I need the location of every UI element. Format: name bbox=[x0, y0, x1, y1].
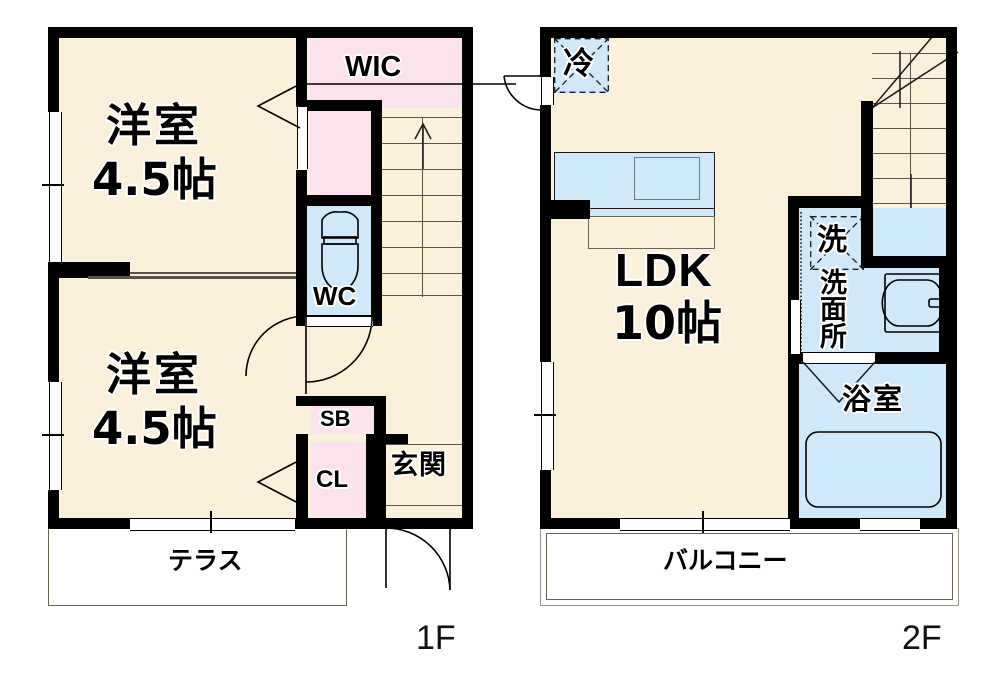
wall-genkan-left bbox=[374, 396, 386, 446]
bedroom-top-name: 洋室 bbox=[106, 99, 203, 152]
stairs-winder-lines-2f bbox=[871, 29, 959, 109]
exterior-wall-left-upper bbox=[48, 27, 59, 112]
folding-door-wic bbox=[256, 83, 516, 129]
partition-stair-left-2f bbox=[861, 101, 873, 257]
partition-washroom-top bbox=[788, 196, 873, 208]
genkan-step-line bbox=[386, 444, 462, 446]
vanity-sink-icon bbox=[881, 273, 946, 333]
entry-door-swing-2f bbox=[503, 75, 543, 111]
exterior-wall-left-mid bbox=[48, 262, 59, 382]
window-terrace-sliding[interactable] bbox=[130, 511, 295, 533]
bathroom-door[interactable] bbox=[803, 352, 875, 364]
sliding-door-rail bbox=[130, 272, 296, 274]
window-bedroom-top-left[interactable] bbox=[42, 112, 64, 262]
wall-genkan-top bbox=[366, 434, 408, 444]
wic-label: WIC bbox=[345, 51, 402, 83]
terrace-label: テラス bbox=[168, 546, 243, 575]
window-bathroom-bottom[interactable] bbox=[860, 518, 920, 531]
partition-between-bedrooms bbox=[59, 262, 130, 273]
wall-cl-right bbox=[366, 434, 386, 520]
balcony-inner bbox=[546, 533, 953, 600]
wall-sb-top bbox=[296, 396, 382, 406]
wic-area-lower bbox=[310, 108, 378, 198]
partition-stair-left bbox=[371, 100, 382, 315]
wc-area bbox=[305, 206, 374, 315]
partition-wic-stair bbox=[307, 100, 382, 111]
washing-machine-space-marks bbox=[809, 215, 865, 271]
exterior-wall-right bbox=[462, 27, 473, 529]
partition-wic-wc bbox=[296, 195, 382, 206]
exterior-wall-left-2f-a bbox=[540, 27, 551, 77]
toilet-icon bbox=[321, 211, 359, 291]
ldk-label: LDK bbox=[615, 244, 713, 296]
partition-washroom-left bbox=[788, 196, 799, 356]
window-balcony-sliding[interactable] bbox=[620, 511, 790, 533]
partition-bedroom-wic bbox=[296, 27, 307, 107]
wic-area bbox=[310, 30, 468, 108]
partition-bedroom-wic-2 bbox=[296, 170, 307, 320]
refrigerator-label: 冷 bbox=[563, 46, 594, 82]
exterior-wall-top-2f bbox=[540, 27, 957, 38]
entry-door-leaf-2f[interactable] bbox=[541, 77, 554, 105]
bedroom-bottom-size: 4.5帖 bbox=[92, 402, 217, 455]
sliding-door-between-bedrooms[interactable] bbox=[88, 276, 296, 279]
door-swing-entrance bbox=[385, 527, 451, 591]
genkan-threshold bbox=[386, 505, 462, 507]
exterior-wall-left-2f-b bbox=[540, 105, 551, 362]
floor-plan-2f: バルコニー bbox=[500, 0, 1000, 687]
sb-label: SB bbox=[320, 406, 351, 431]
partition-stair-bottom-2f bbox=[861, 256, 957, 268]
window-bedroom-bottom-left[interactable] bbox=[42, 382, 64, 490]
washroom-sliding-door[interactable] bbox=[799, 212, 805, 352]
cl-area bbox=[311, 442, 366, 517]
partition-bath-left bbox=[788, 352, 799, 522]
wall-kitchen-return bbox=[540, 200, 590, 219]
bathroom-label: 浴室 bbox=[842, 382, 905, 416]
genkan-label: 玄関 bbox=[391, 450, 447, 481]
floor-caption-1f: 1F bbox=[416, 619, 456, 657]
window-wc-door[interactable] bbox=[305, 316, 373, 327]
wc-label: WC bbox=[313, 281, 357, 311]
washroom-door-leaf[interactable] bbox=[790, 300, 801, 354]
kitchen-sink-or-range bbox=[634, 157, 700, 200]
folding-door-cl bbox=[256, 459, 301, 505]
bedroom-top-size: 4.5帖 bbox=[92, 153, 217, 206]
wall-vanity-right bbox=[939, 256, 957, 356]
sb-area bbox=[311, 404, 378, 434]
refrigerator-space-marks bbox=[553, 37, 610, 94]
bathtub-icon bbox=[805, 431, 942, 508]
door-swing-wc bbox=[305, 314, 373, 383]
door-swing-bedroom-bottom bbox=[245, 315, 307, 394]
window-wic-door[interactable] bbox=[297, 107, 308, 169]
bathroom-area bbox=[798, 363, 950, 518]
wall-cl-left bbox=[296, 434, 308, 520]
balcony-label: バルコニー bbox=[663, 546, 788, 575]
kitchen-lower-cabinet bbox=[588, 216, 715, 249]
washroom-label: 洗面所 bbox=[815, 268, 846, 349]
exterior-wall-left-lower bbox=[48, 490, 59, 529]
bathroom-door-swing bbox=[802, 361, 876, 404]
exterior-wall-left-2f-c bbox=[540, 470, 551, 529]
stairs-up-arrow-1f bbox=[414, 122, 432, 169]
window-ldk-left[interactable] bbox=[534, 362, 556, 470]
floor-plan-1f: テラス bbox=[42, 27, 516, 657]
floor-caption-2f: 2F bbox=[902, 619, 942, 657]
cl-label: CL bbox=[316, 466, 348, 493]
bedroom-bottom-name: 洋室 bbox=[106, 348, 203, 401]
washing-machine-label: 洗 bbox=[817, 223, 847, 258]
exterior-wall-top bbox=[48, 27, 473, 38]
ldk-size: 10帖 bbox=[612, 296, 723, 350]
